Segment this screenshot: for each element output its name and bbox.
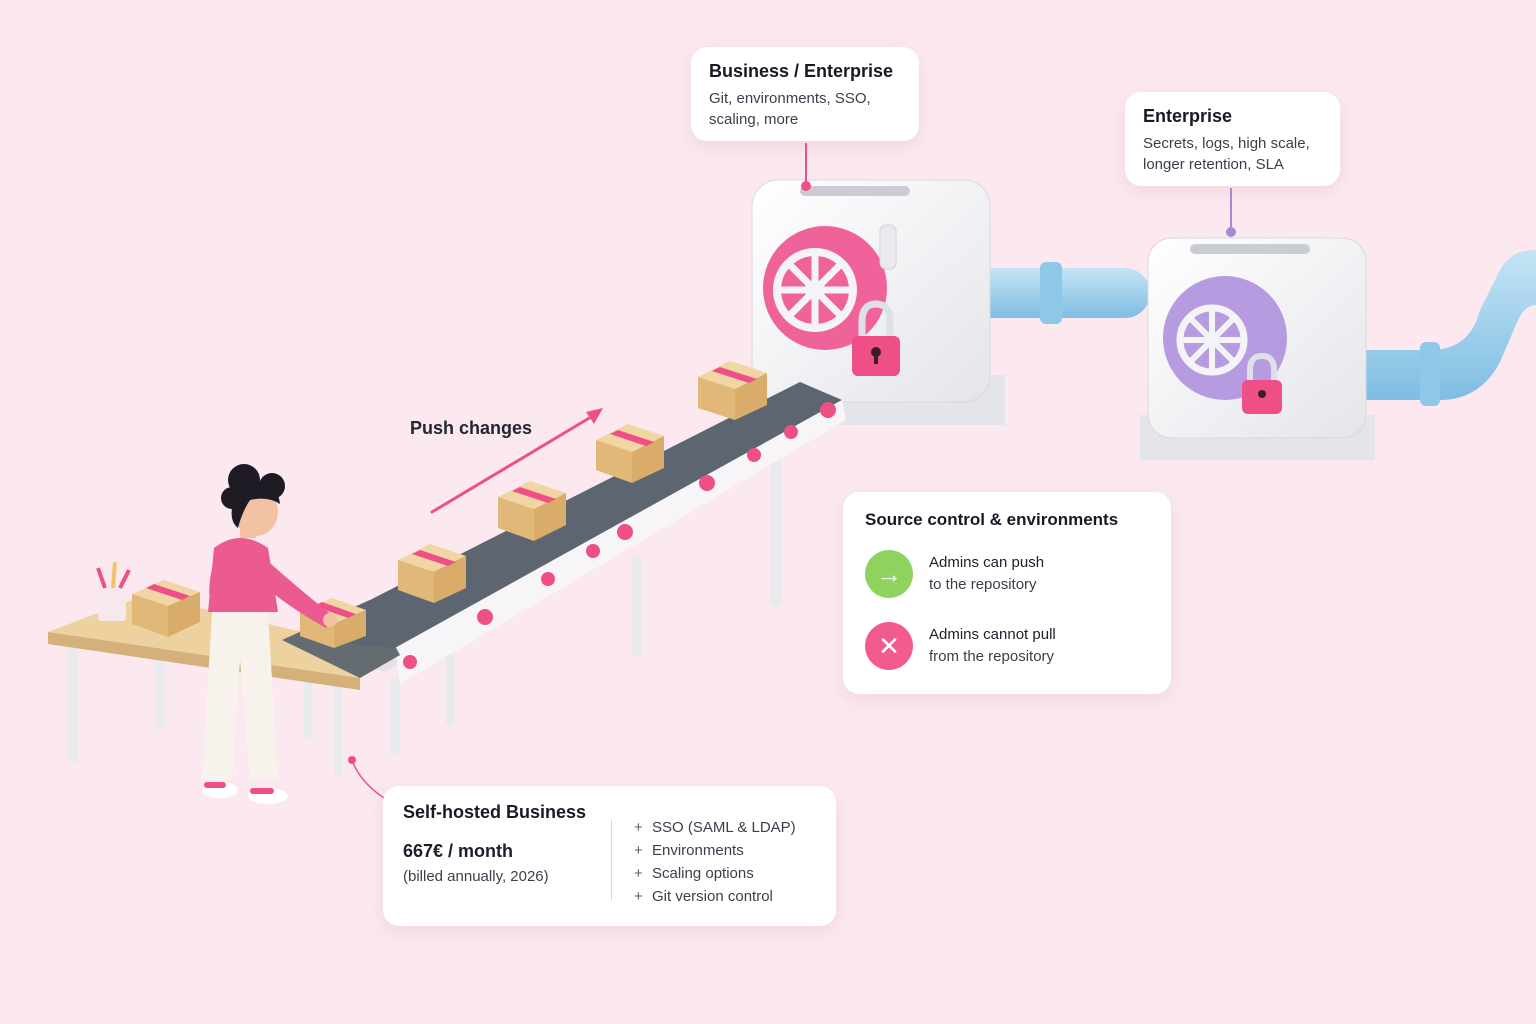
card-title: Enterprise [1143, 106, 1233, 126]
price-amount: 667€ / month [403, 841, 514, 861]
x-icon: ✕ [865, 622, 913, 670]
price-summary: Self-hosted Business 667€ / month (bille… [403, 802, 611, 910]
feature-item: + Scaling options [634, 862, 796, 885]
desc-line: Secrets, logs, high scale, [1143, 135, 1310, 152]
permission-row-pull: ✕ Admins cannot pull from the repository [865, 622, 1149, 670]
plus-icon: + [634, 865, 643, 882]
permission-text: Admins can push to the repository [929, 552, 1044, 596]
package-box [132, 580, 200, 637]
worker-figure [202, 464, 337, 804]
feature-label: Scaling options [652, 865, 754, 882]
business-enterprise-card: Business / Enterprise Git, environments,… [691, 47, 919, 141]
connector-business [801, 143, 811, 191]
vault-business [751, 179, 1005, 425]
divider [611, 820, 612, 900]
plus-icon: + [634, 842, 643, 859]
package-box [398, 544, 466, 603]
package-box [698, 361, 767, 420]
desc-line: longer retention, SLA [1143, 156, 1284, 173]
card-title: Self-hosted Business [403, 802, 587, 822]
feature-item: + Git version control [634, 885, 796, 908]
permission-line: from the repository [929, 648, 1055, 665]
connector-self-hosted [348, 756, 385, 799]
source-control-card: Source control & environments → Admins c… [843, 492, 1171, 694]
feature-item: + SSO (SAML & LDAP) [634, 816, 796, 839]
plus-icon: + [634, 888, 643, 905]
pencil-cup [96, 561, 131, 621]
card-description: Git, environments, SSO, scaling, more [709, 88, 901, 130]
plus-icon: + [634, 819, 643, 836]
feature-item: + Environments [634, 839, 796, 862]
pipe-segment-2 [1340, 250, 1536, 406]
desc-line: Git, environments, SSO, [709, 90, 871, 107]
feature-list: + SSO (SAML & LDAP) + Environments + Scalin… [634, 816, 796, 910]
card-title: Source control & environments [865, 510, 1119, 529]
arrow-right-icon: → [865, 550, 913, 598]
permission-row-push: → Admins can push to the repository [865, 550, 1149, 598]
permission-line: to the repository [929, 576, 1037, 593]
push-arrow-icon [430, 408, 603, 514]
vault-enterprise [1140, 237, 1375, 460]
desc-line: scaling, more [709, 111, 799, 128]
feature-label: SSO (SAML & LDAP) [652, 819, 796, 836]
push-changes-label: Push changes [410, 418, 533, 438]
feature-label: Environments [652, 842, 744, 859]
enterprise-card: Enterprise Secrets, logs, high scale, lo… [1125, 92, 1340, 186]
connector-enterprise [1226, 188, 1236, 237]
feature-label: Git version control [652, 888, 773, 905]
self-hosted-business-card: Self-hosted Business 667€ / month (bille… [383, 786, 836, 926]
card-description: Secrets, logs, high scale, longer retent… [1143, 133, 1322, 175]
price-billing-note: (billed annually, 2026) [403, 868, 549, 885]
package-box [498, 481, 566, 541]
permission-line: Admins cannot pull [929, 626, 1056, 643]
permission-text: Admins cannot pull from the repository [929, 624, 1056, 668]
conveyor-legs [390, 445, 781, 755]
pipe-segment-1 [960, 262, 1150, 324]
card-title: Business / Enterprise [709, 61, 894, 81]
permission-line: Admins can push [929, 554, 1045, 571]
package-box [596, 424, 664, 483]
